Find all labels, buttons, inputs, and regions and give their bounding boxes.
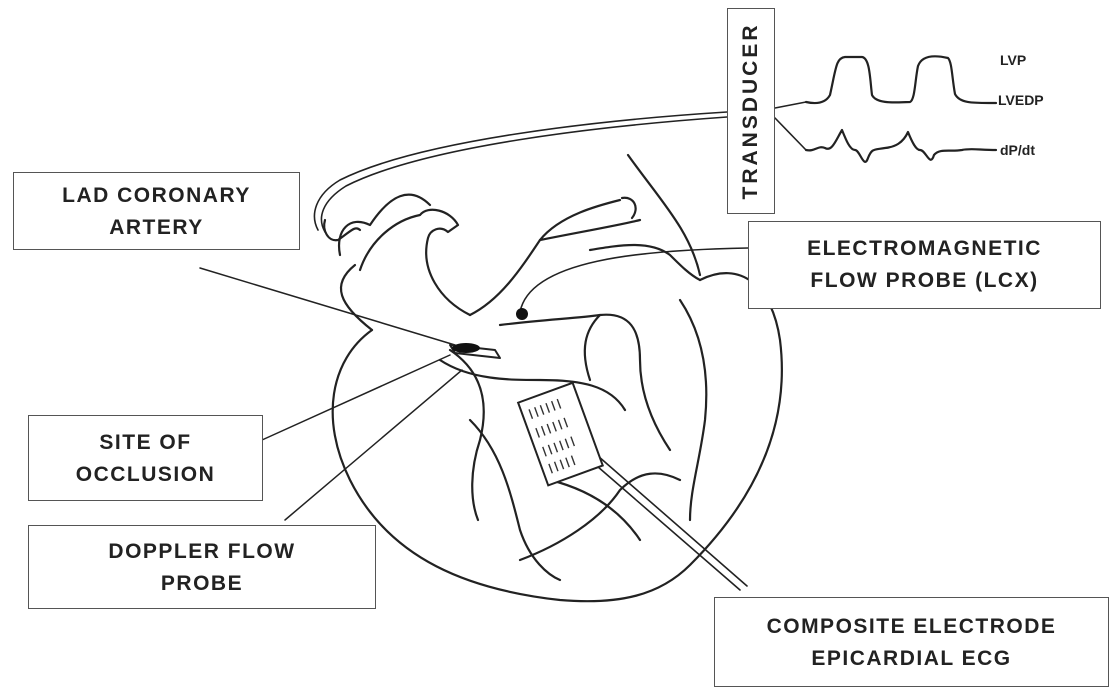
doppler-pointer <box>285 370 462 520</box>
catheter-line <box>314 112 727 230</box>
doppler-label-line-2: PROBE <box>29 568 375 600</box>
pulmonary-artery <box>470 198 636 315</box>
occlusion-clamp <box>452 343 480 353</box>
em-label-line-2: FLOW PROBE (LCX) <box>749 265 1100 297</box>
dpdt-waveform <box>806 130 996 162</box>
composite-electrode-patch <box>518 383 603 486</box>
doppler-flow-probe-label: DOPPLER FLOW PROBE <box>28 525 376 609</box>
lvp-signal-label: LVP <box>1000 52 1026 68</box>
composite-electrode-label: COMPOSITE ELECTRODE EPICARDIAL ECG <box>714 597 1109 687</box>
lad-label-line-2: ARTERY <box>14 212 299 244</box>
coronary-branch-5 <box>585 315 600 380</box>
heart-left-border <box>341 265 372 330</box>
site-of-occlusion-label: SITE OF OCCLUSION <box>28 415 263 501</box>
electrode-label-line-2: EPICARDIAL ECG <box>715 643 1108 675</box>
superior-vessel <box>628 155 700 275</box>
occlusion-pointer <box>262 355 450 440</box>
doppler-label-line-1: DOPPLER FLOW <box>29 536 375 568</box>
aorta <box>360 210 470 315</box>
transducer-lead-1 <box>775 102 806 108</box>
lvedp-signal-label: LVEDP <box>998 92 1044 108</box>
transducer-lead-2 <box>775 118 806 150</box>
transducer-label: TRANSDUCER <box>727 8 775 214</box>
catheter-line-2 <box>321 117 727 232</box>
lad-pointer <box>200 268 455 345</box>
lvp-waveform <box>806 56 996 103</box>
site-label-line-1: SITE OF <box>29 427 262 459</box>
em-label-line-1: ELECTROMAGNETIC <box>749 233 1100 265</box>
coronary-branch-8 <box>550 480 640 540</box>
electrode-label-line-1: COMPOSITE ELECTRODE <box>715 611 1108 643</box>
aortic-arch <box>339 195 430 255</box>
em-probe-lead <box>520 248 748 312</box>
dpdt-signal-label: dP/dt <box>1000 142 1035 158</box>
site-label-line-2: OCCLUSION <box>29 459 262 491</box>
coronary-branch-6 <box>680 300 706 520</box>
lad-coronary-artery-label: LAD CORONARY ARTERY <box>13 172 300 250</box>
transducer-text: TRANSDUCER <box>739 23 763 200</box>
em-flow-probe-label: ELECTROMAGNETIC FLOW PROBE (LCX) <box>748 221 1101 309</box>
lad-label-line-1: LAD CORONARY <box>14 180 299 212</box>
em-probe-dot <box>516 308 528 320</box>
